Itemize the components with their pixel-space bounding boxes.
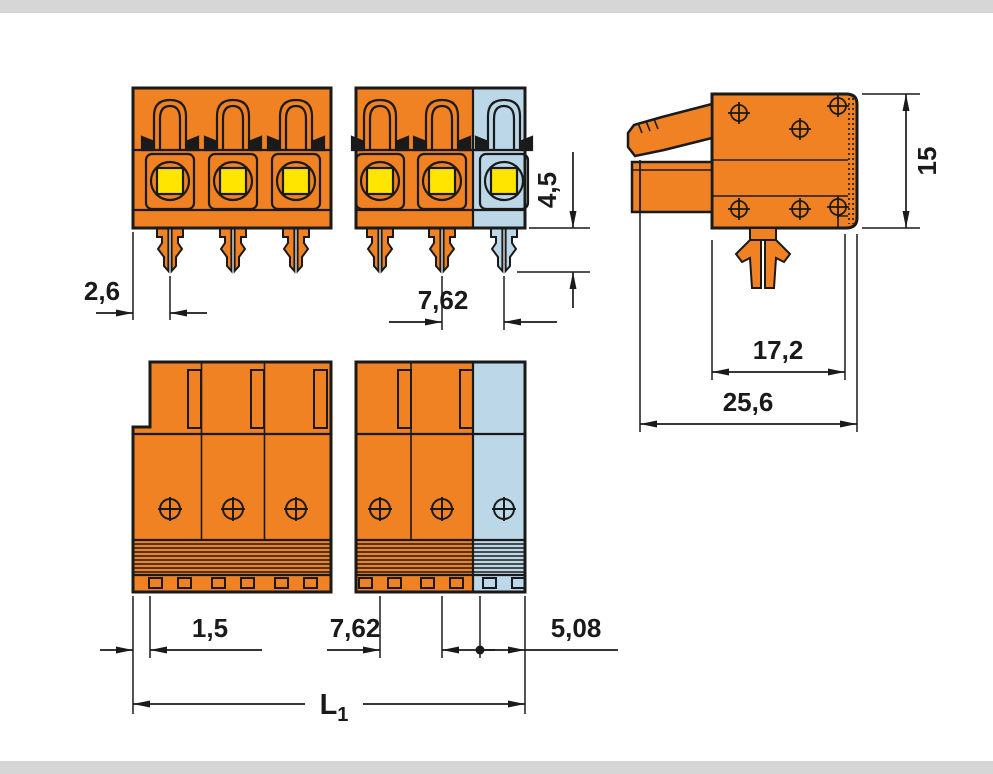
front-housing-left-group (133, 88, 331, 228)
snap-in-foot (734, 227, 792, 289)
dim-label-1-5: 1,5 (192, 613, 228, 643)
dim-label-5-08: 5,08 (551, 613, 602, 643)
plan-housing-left-group (133, 362, 331, 592)
L1-subscript: 1 (337, 704, 348, 726)
dim-label-2-6: 2,6 (84, 276, 120, 306)
dim-label-7-62-plan: 7,62 (330, 613, 381, 643)
dim-pole-pitch-front: 7,62 (389, 276, 557, 330)
dim-label-15: 15 (912, 147, 942, 176)
plan-view (131, 360, 527, 594)
locking-pin (282, 227, 310, 272)
dim-side-height: 15 (862, 93, 942, 229)
dim-plan-edge-step: 1,5 (100, 596, 262, 658)
dim-label-17-2: 17,2 (753, 335, 804, 365)
front-end-pole-blue (473, 88, 525, 228)
locking-pin (428, 227, 456, 272)
dim-pin-protrusion: 4,5 (517, 152, 590, 308)
bottom-frame-strip (0, 761, 993, 774)
side-view (626, 92, 859, 289)
dim-label-25-6: 25,6 (723, 387, 774, 417)
dim-side-depth-total: 25,6 (639, 160, 858, 432)
release-latch-lever (626, 102, 714, 158)
side-housing-body (710, 92, 859, 230)
front-view (131, 86, 534, 272)
dim-label-4-5: 4,5 (532, 172, 562, 208)
plan-end-pole-blue (473, 362, 525, 592)
dim-side-depth-body: 17,2 (711, 234, 846, 380)
dim-end-pole-offset: 5,08 (475, 596, 618, 658)
locking-pin (219, 227, 247, 272)
dim-label-7-62-front: 7,62 (418, 285, 469, 315)
reference-point-dot (475, 645, 485, 655)
top-frame-strip (0, 0, 993, 13)
dim-total-length: L1 (132, 596, 526, 726)
dim-pin-edge-offset: 2,6 (84, 232, 207, 320)
L1-main: L (320, 689, 338, 721)
dim-label-L1: L1 (320, 689, 349, 726)
locking-pin-blue (490, 227, 518, 272)
locking-pin (366, 227, 394, 272)
locking-pin (156, 227, 184, 272)
dim-pole-pitch-plan: 7,62 (327, 596, 495, 658)
